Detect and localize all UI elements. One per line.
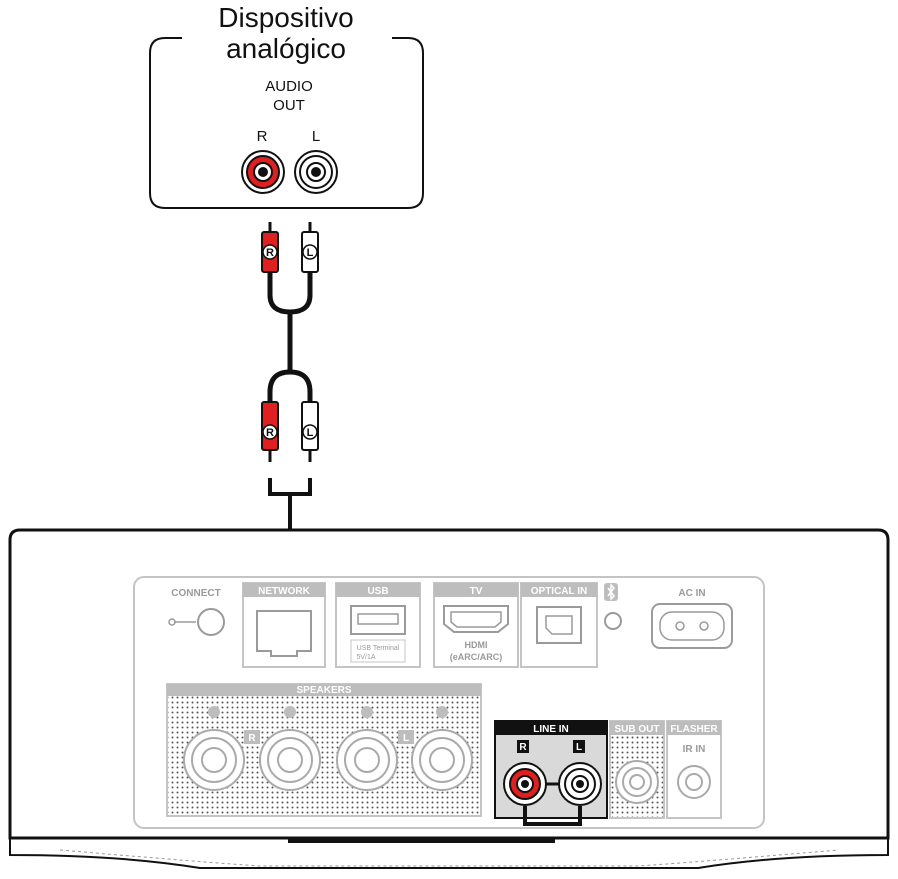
- ac-in-label: AC IN: [678, 588, 705, 599]
- hdmi-port[interactable]: [443, 605, 509, 633]
- speaker-l-label: L: [403, 733, 409, 744]
- usb-port[interactable]: [350, 605, 406, 635]
- audio-out-label-line1: AUDIO: [265, 78, 313, 95]
- line-in-area: LINE IN R L: [494, 720, 608, 826]
- sub-out-jack[interactable]: [615, 760, 659, 804]
- ir-in-label: IR IN: [683, 744, 706, 755]
- speaker-terminal-l-plus[interactable]: [336, 706, 398, 791]
- speaker-terminal-r-plus[interactable]: [183, 706, 245, 791]
- bottom-plug-l: L: [301, 401, 319, 462]
- speakers-label: SPEAKERS: [296, 685, 351, 696]
- tv-hdmi-area: TV HDMI (eARC/ARC): [433, 582, 519, 668]
- network-label: NETWORK: [258, 586, 310, 597]
- top-plug-l: L: [301, 222, 319, 273]
- device-title-line1: Dispositivo: [218, 2, 353, 33]
- speakers-area: SPEAKERS R: [166, 683, 482, 817]
- bottom-plug-r: R: [261, 401, 279, 462]
- speaker-terminal-r-minus[interactable]: [259, 706, 321, 791]
- hdmi-label-line1: HDMI: [465, 640, 488, 650]
- line-in-jack-r[interactable]: [503, 762, 547, 806]
- ac-in-socket[interactable]: [651, 603, 733, 649]
- device-title-line2: analógico: [226, 33, 346, 64]
- audio-out-label-line2: OUT: [273, 97, 305, 114]
- optical-port[interactable]: [536, 606, 582, 644]
- connect-label: CONNECT: [171, 588, 220, 599]
- line-in-l-label: L: [576, 742, 582, 753]
- ethernet-port[interactable]: [256, 610, 312, 657]
- flasher-label: FLASHER: [670, 724, 718, 735]
- analog-device: Dispositivo analógico AUDIO OUT R L: [149, 2, 424, 209]
- usb-rating-label: 5V/1A: [356, 654, 375, 661]
- sub-out-area: SUB OUT: [609, 720, 665, 819]
- connect-button-area: CONNECT: [168, 588, 225, 636]
- jack-r-label: R: [257, 128, 268, 145]
- line-in-jack-l[interactable]: [558, 762, 602, 806]
- usb-label: USB: [367, 586, 388, 597]
- top-plug-r: R: [261, 222, 279, 273]
- hdmi-label-line2: (eARC/ARC): [450, 652, 503, 662]
- line-in-label: LINE IN: [533, 724, 569, 735]
- line-in-r-label: R: [519, 742, 527, 753]
- tv-label: TV: [470, 586, 483, 597]
- bluetooth-icon: [604, 583, 622, 630]
- bottom-plug-l-letter: L: [307, 427, 314, 439]
- usb-port-area: USB USB Terminal 5V/1A: [335, 582, 421, 668]
- audio-out-jack-r[interactable]: [241, 150, 285, 194]
- network-port-area: NETWORK: [242, 582, 326, 668]
- optical-in-area: OPTICAL IN: [520, 582, 598, 668]
- bluetooth-button[interactable]: [604, 612, 622, 630]
- ac-in-area: AC IN: [651, 588, 733, 649]
- optical-in-label: OPTICAL IN: [531, 586, 587, 597]
- jack-l-label: L: [312, 128, 320, 145]
- top-plug-l-letter: L: [307, 247, 314, 259]
- audio-out-jack-l[interactable]: [294, 150, 338, 194]
- receiver-unit: CONNECT NETWORK USB USB Terminal 5V/1A: [8, 528, 890, 869]
- bottom-plug-r-letter: R: [266, 427, 274, 439]
- usb-terminal-label: USB Terminal: [357, 645, 400, 652]
- ir-in-jack[interactable]: [677, 765, 711, 799]
- flasher-area: FLASHER IR IN: [666, 720, 722, 819]
- top-plug-r-letter: R: [266, 247, 274, 259]
- connect-button[interactable]: [197, 608, 225, 636]
- speaker-r-label: R: [248, 733, 256, 744]
- speaker-terminal-l-minus[interactable]: [411, 706, 473, 791]
- sub-out-label: SUB OUT: [615, 724, 660, 735]
